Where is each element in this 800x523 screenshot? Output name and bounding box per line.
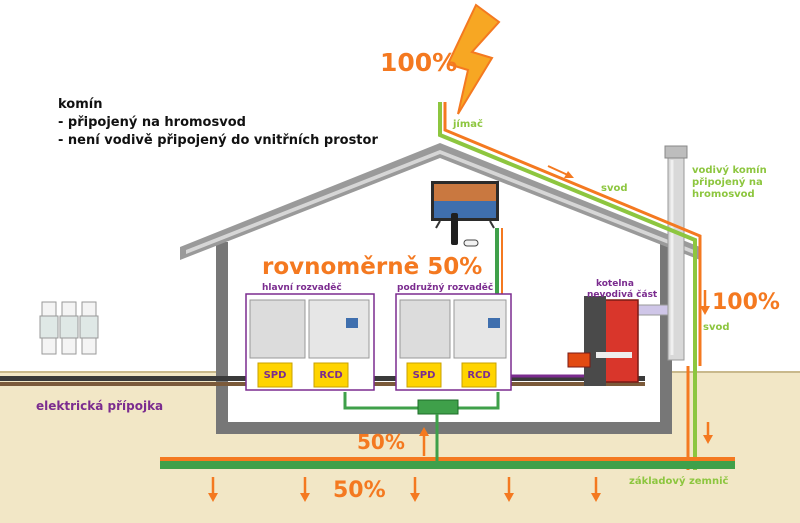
chimney-label-2: připojený na — [692, 177, 763, 188]
sub-spd-label: SPD — [412, 369, 436, 381]
foundation-earth-top — [160, 457, 735, 461]
sub-rcd-device — [453, 299, 507, 359]
roof-down-conductor-label: svod — [601, 183, 628, 194]
sub-rcd-tag — [461, 362, 497, 388]
wall-down-conductor-label: svod — [703, 322, 730, 333]
earth-electrode-label: základový zemnič — [629, 476, 729, 487]
sub-rcd-lever — [488, 318, 500, 328]
strike-percent: 100% — [380, 48, 458, 77]
gamepad-icon — [463, 239, 479, 247]
chimney-cap — [664, 145, 688, 159]
boiler-badge — [596, 352, 632, 358]
ground-arrowhead-1-icon — [208, 493, 218, 502]
game-console — [451, 213, 458, 245]
ground-percent: 50% — [333, 478, 386, 503]
boiler-burner — [567, 352, 591, 368]
note-line-1: - připojený na hromosvod — [58, 115, 246, 130]
wall-arrowhead-icon — [700, 306, 710, 315]
sub-rcd-label: RCD — [467, 369, 491, 381]
ground-arrows — [208, 422, 713, 502]
main-spd-device — [249, 299, 306, 359]
note-title: komín — [58, 97, 103, 112]
chimney-label-3: hromosvod — [692, 189, 755, 200]
down-conductor-percent: 100% — [712, 290, 780, 315]
roof-arrowhead-icon — [564, 171, 574, 178]
up-arrowhead-icon — [419, 427, 429, 436]
lps-conductor-orange — [443, 102, 702, 366]
sub-spd-device — [399, 299, 451, 359]
tv-leg-left — [435, 220, 441, 229]
fuse-1-body — [39, 315, 59, 339]
up-percent: 50% — [357, 430, 405, 454]
sub-board-label: podružný rozvaděč — [397, 283, 494, 293]
ground-arrowhead-2-icon — [300, 493, 310, 502]
tv-screen-sky — [434, 201, 496, 218]
main-rcd-lever — [346, 318, 358, 328]
pe-link-main — [343, 392, 420, 410]
note-line-2: - není vodivě připojený do vnitřních pro… — [58, 133, 378, 148]
ground-arrowhead-6-icon — [703, 435, 713, 444]
ground-arrowhead-5-icon — [591, 493, 601, 502]
air-terminal-label: jímač — [453, 119, 483, 130]
main-rcd-device — [308, 299, 370, 359]
house-walls — [216, 242, 672, 434]
equipotential-bar — [417, 399, 459, 415]
sub-spd-tag — [406, 362, 442, 388]
fuse-2-body — [59, 315, 79, 339]
main-spd-tag — [257, 362, 293, 388]
lps-conductor-green — [438, 102, 697, 366]
main-rcd-tag — [313, 362, 349, 388]
ground-arrowhead-3-icon — [410, 493, 420, 502]
chimney-label-1: vodivý komín — [692, 165, 767, 176]
fuse-3-body — [79, 315, 99, 339]
boiler-room-label-2: nevodivá část — [587, 290, 658, 300]
main-board-label: hlavní rozvaděč — [262, 283, 342, 293]
boiler-side — [584, 296, 606, 386]
chimney — [667, 149, 685, 361]
lightning-bolt-icon — [446, 3, 501, 115]
boiler-room-label-1: kotelna — [596, 279, 634, 289]
tv-leg-right — [489, 220, 495, 229]
ground-arrowhead-4-icon — [504, 493, 514, 502]
fuse-group — [39, 301, 99, 355]
foundation-earth-electrode — [160, 461, 735, 469]
main-spd-label: SPD — [263, 369, 287, 381]
service-connection-label: elektrická přípojka — [36, 399, 164, 413]
pe-link-sub — [456, 392, 500, 410]
main-rcd-label: RCD — [319, 369, 343, 381]
distribution-percent: rovnoměrně 50% — [262, 254, 483, 280]
